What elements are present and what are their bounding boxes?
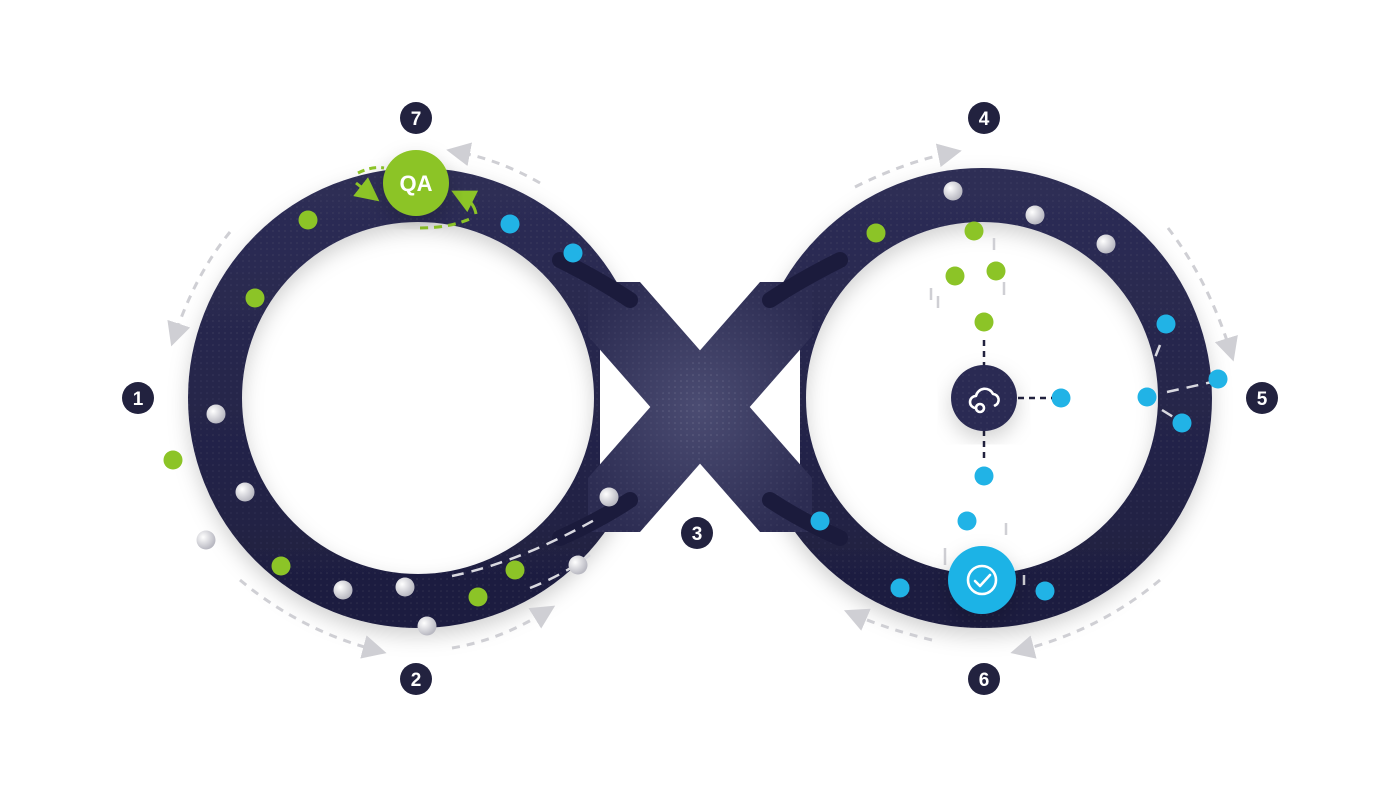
green-particle — [866, 223, 886, 243]
arrow-bottom-center — [451, 605, 556, 650]
step-badge-3-label: 3 — [692, 524, 703, 545]
step-badges: 1 2 3 4 5 6 7 — [122, 102, 1278, 695]
blue-particle — [1172, 413, 1192, 433]
flow-arrows — [167, 142, 1238, 659]
green-particle — [245, 288, 265, 308]
white-particle — [1096, 234, 1116, 254]
arrow-right — [1166, 227, 1238, 362]
white-particle — [333, 580, 353, 600]
green-particle — [505, 560, 525, 580]
blue-particle — [1208, 369, 1228, 389]
blue-particle — [890, 578, 910, 598]
blue-particle — [1035, 581, 1055, 601]
cloud-icon — [968, 387, 1000, 414]
step-badge-2: 2 — [400, 663, 432, 695]
white-particle — [568, 555, 588, 575]
green-particle — [945, 266, 965, 286]
step-badge-6-label: 6 — [979, 670, 990, 691]
green-particle — [468, 587, 488, 607]
green-particle — [974, 312, 994, 332]
check-node — [929, 238, 1026, 614]
white-particle — [395, 577, 415, 597]
step-badge-3: 3 — [681, 517, 713, 549]
green-particle — [298, 210, 318, 230]
check-circle-icon — [966, 564, 998, 596]
white-particle — [417, 616, 437, 636]
green-particle — [964, 221, 984, 241]
white-particle — [206, 404, 226, 424]
qa-label: QA — [400, 171, 433, 196]
arrow-bottom-right — [1010, 578, 1161, 659]
arrow-top-left — [446, 142, 541, 185]
white-particle — [196, 530, 216, 550]
step-badge-1: 1 — [122, 382, 154, 414]
crossing — [552, 252, 848, 546]
lane-dashes — [451, 344, 1213, 590]
blue-particle — [1156, 314, 1176, 334]
blue-particle — [500, 214, 520, 234]
green-particle — [271, 556, 291, 576]
step-badge-4: 4 — [968, 102, 1000, 134]
blue-particle — [1051, 388, 1071, 408]
step-badge-1-label: 1 — [133, 389, 144, 410]
blue-particle — [957, 511, 977, 531]
green-particle — [986, 261, 1006, 281]
cloud-hub — [951, 340, 1052, 462]
step-badge-6: 6 — [968, 663, 1000, 695]
step-badge-5-label: 5 — [1257, 389, 1268, 410]
arrow-bottom-left — [239, 578, 387, 659]
step-badge-2-label: 2 — [411, 670, 422, 691]
white-particle — [599, 487, 619, 507]
green-particle — [163, 450, 183, 470]
white-particle — [235, 482, 255, 502]
step-badge-5: 5 — [1246, 382, 1278, 414]
step-badge-4-label: 4 — [979, 109, 990, 130]
step-badge-7: 7 — [400, 102, 432, 134]
blue-particle — [563, 243, 583, 263]
white-particle — [1025, 205, 1045, 225]
blue-particle — [974, 466, 994, 486]
blue-particle — [810, 511, 830, 531]
blue-particle — [1137, 387, 1157, 407]
arrow-top-right — [854, 143, 962, 189]
particles — [163, 181, 1228, 636]
qa-node: QA — [353, 150, 479, 230]
white-particle — [943, 181, 963, 201]
step-badge-7-label: 7 — [411, 109, 422, 130]
